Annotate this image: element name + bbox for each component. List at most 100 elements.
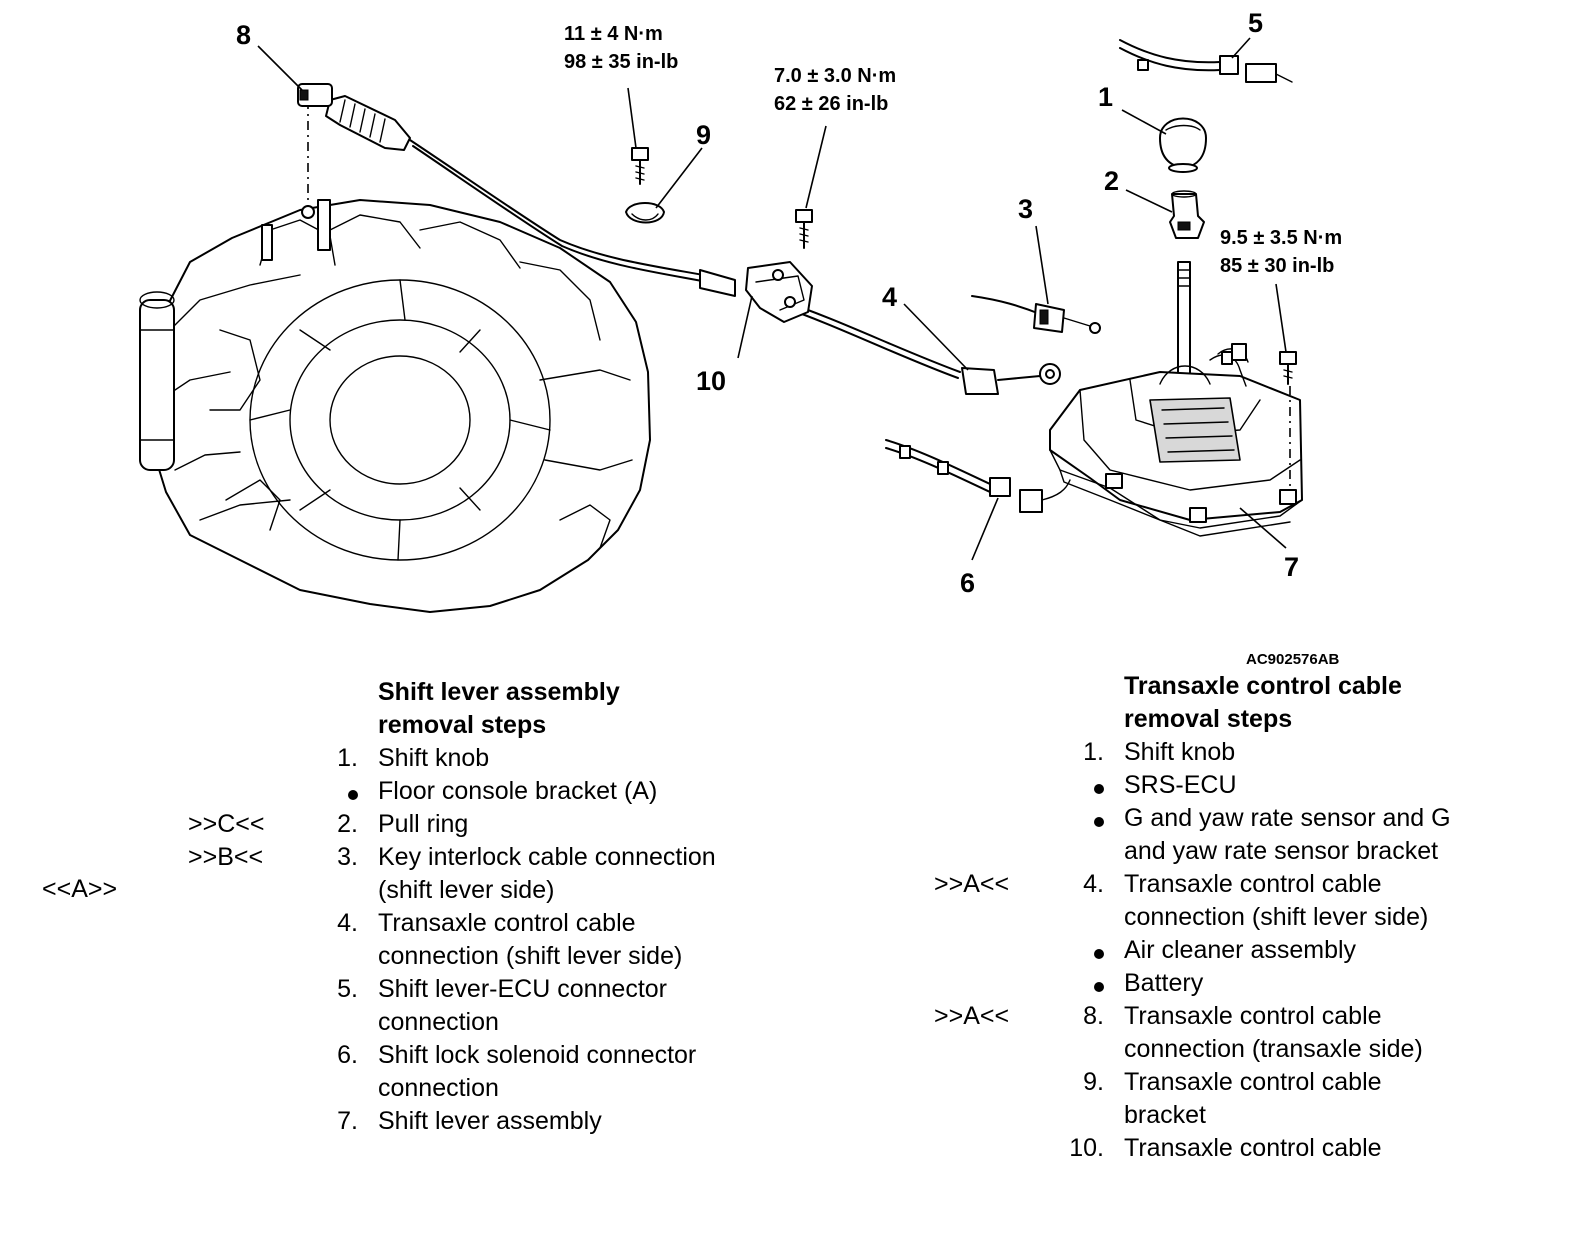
step-text: Transaxle control cable	[1124, 1134, 1382, 1162]
step-bullet	[1064, 769, 1104, 803]
shift-lever-ecu-harness	[1119, 39, 1293, 83]
torque-spec-cable-bracket-imperial: 62 ± 26 in-lb	[774, 93, 888, 115]
procedure-step: 7. Shift lever assembly	[0, 1105, 780, 1138]
procedure-step: >>A<<8.Transaxle control cable	[900, 1000, 1580, 1033]
step-text: and yaw rate sensor bracket	[1124, 837, 1439, 865]
procedure-step-continuation: connection (shift lever side)	[0, 940, 780, 973]
right-heading-line-1: Transaxle control cable	[1124, 672, 1402, 700]
procedure-step: 10. Transaxle control cable	[900, 1132, 1580, 1165]
step-text: Floor console bracket (A)	[378, 777, 658, 805]
bracket-bolt	[795, 209, 813, 249]
step-number: 6.	[337, 1041, 358, 1069]
step-number: 1.	[337, 744, 358, 772]
procedure-step: 9. Transaxle control cable	[900, 1066, 1580, 1099]
shift-lever-assembly	[1049, 261, 1303, 537]
callout-2: 2	[1104, 166, 1119, 196]
torque-spec-cable-bracket-metric: 7.0 ± 3.0 N·m	[774, 65, 896, 87]
step-text: Key interlock cable connection	[378, 843, 716, 871]
shift-knob	[1159, 117, 1207, 173]
procedure-step: 1.Shift knob	[900, 736, 1580, 769]
right-procedure-heading: Transaxle control cable removal steps	[900, 670, 1580, 736]
torque-spec-lever-bolt-imperial: 85 ± 30 in-lb	[1220, 255, 1334, 277]
left-heading-line-2: removal steps	[378, 711, 547, 739]
procedure-step-continuation: and yaw rate sensor bracket	[900, 835, 1580, 868]
step-text: (shift lever side)	[378, 876, 555, 904]
bracket-clip-and-bolt	[625, 147, 665, 224]
step-number: 4.	[337, 909, 358, 937]
bullet-icon	[1094, 817, 1104, 827]
step-reference-mark: >>A<<	[934, 870, 1010, 898]
bullet-icon	[1094, 784, 1104, 794]
step-number: 7.	[337, 1107, 358, 1135]
procedure-step-continuation: connection	[0, 1072, 780, 1105]
step-bullet	[1064, 934, 1104, 968]
procedure-step-continuation: connection (transaxle side)	[900, 1033, 1580, 1066]
procedure-step: SRS-ECU	[900, 769, 1580, 802]
lever-assembly-bolt	[1279, 351, 1297, 490]
key-interlock-cable	[971, 295, 1101, 334]
step-number: 4.	[1083, 870, 1104, 898]
step-text: Transaxle control cable	[1124, 1068, 1382, 1096]
step-bullet	[1064, 802, 1104, 836]
step-number: 10.	[1069, 1134, 1104, 1162]
bullet-icon	[1094, 982, 1104, 992]
step-text: connection	[378, 1008, 499, 1036]
procedure-step-continuation: connection	[0, 1006, 780, 1039]
shift-lever-removal-steps: Shift lever assembly removal steps 1.Shi…	[0, 676, 780, 1138]
leader-lines	[257, 37, 1287, 561]
step-number: 8.	[1083, 1002, 1104, 1030]
callout-4: 4	[882, 282, 897, 312]
step-text: connection (shift lever side)	[1124, 903, 1429, 931]
procedure-step: >>C<<2.Pull ring	[0, 808, 780, 841]
torque-spec-lever-bolt-metric: 9.5 ± 3.5 N·m	[1220, 227, 1342, 249]
procedure-step: Air cleaner assembly	[900, 934, 1580, 967]
step-text: Shift lever assembly	[378, 1107, 602, 1135]
transaxle-cable-removal-steps: Transaxle control cable removal steps 1.…	[900, 670, 1580, 1165]
step-text: Shift knob	[378, 744, 490, 772]
step-number: 5.	[337, 975, 358, 1003]
step-text: Transaxle control cable	[1124, 870, 1382, 898]
procedure-step-continuation: connection (shift lever side)	[900, 901, 1580, 934]
right-heading-line-2: removal steps	[1124, 705, 1293, 733]
left-margin-note: <<A>>	[42, 875, 118, 903]
exploded-view-diagram: 8 9 10 5 1 2 3 4 6 7 11 ± 4 N·m 98 ± 35 …	[139, 8, 1342, 613]
callout-6: 6	[960, 568, 975, 598]
callout-7: 7	[1284, 552, 1299, 582]
procedure-step: 5. Shift lever-ECU connector	[0, 973, 780, 1006]
step-number: 9.	[1083, 1068, 1104, 1096]
step-text: Shift lever-ECU connector	[378, 975, 668, 1003]
step-text: connection (transaxle side)	[1124, 1035, 1423, 1063]
step-reference-mark: >>B<<	[188, 843, 264, 871]
procedure-step: >>A<< 4. Transaxle control cable	[900, 868, 1580, 901]
step-text: Transaxle control cable	[378, 909, 636, 937]
step-text: connection	[378, 1074, 499, 1102]
bullet-icon	[348, 790, 358, 800]
callout-3: 3	[1018, 194, 1033, 224]
step-bullet	[1064, 967, 1104, 1001]
procedure-step: Battery	[900, 967, 1580, 1000]
procedure-step: 1. Shift knob	[0, 742, 780, 775]
torque-spec-bracket-bolt-imperial: 98 ± 35 in-lb	[564, 51, 678, 73]
procedure-step-continuation: bracket	[900, 1099, 1580, 1132]
callout-10: 10	[696, 366, 726, 396]
step-text: connection (shift lever side)	[378, 942, 683, 970]
procedure-step: 4. Transaxle control cable	[0, 907, 780, 940]
transaxle-control-cable	[297, 83, 961, 379]
left-procedure-heading: Shift lever assembly removal steps	[0, 676, 780, 742]
step-text: Shift knob	[1124, 738, 1236, 766]
step-text: G and yaw rate sensor and G	[1124, 804, 1451, 832]
step-number: 3.	[337, 843, 358, 871]
shift-lock-solenoid-harness	[885, 439, 1071, 513]
step-text: Shift lock solenoid connector	[378, 1041, 697, 1069]
callout-8: 8	[236, 20, 251, 50]
procedure-step: >>B<< 3. Key interlock cable connection	[0, 841, 780, 874]
figure-id-label: AC902576AB	[1246, 651, 1340, 668]
procedure-step: Floor console bracket (A)	[0, 775, 780, 808]
step-text: Battery	[1124, 969, 1204, 997]
step-number: 2.	[337, 810, 358, 838]
callout-1: 1	[1098, 82, 1113, 112]
step-text: Air cleaner assembly	[1124, 936, 1357, 964]
cable-end-shift-lever-side	[961, 363, 1061, 395]
callout-5: 5	[1248, 8, 1263, 38]
step-reference-mark: >>C<<	[188, 810, 265, 838]
